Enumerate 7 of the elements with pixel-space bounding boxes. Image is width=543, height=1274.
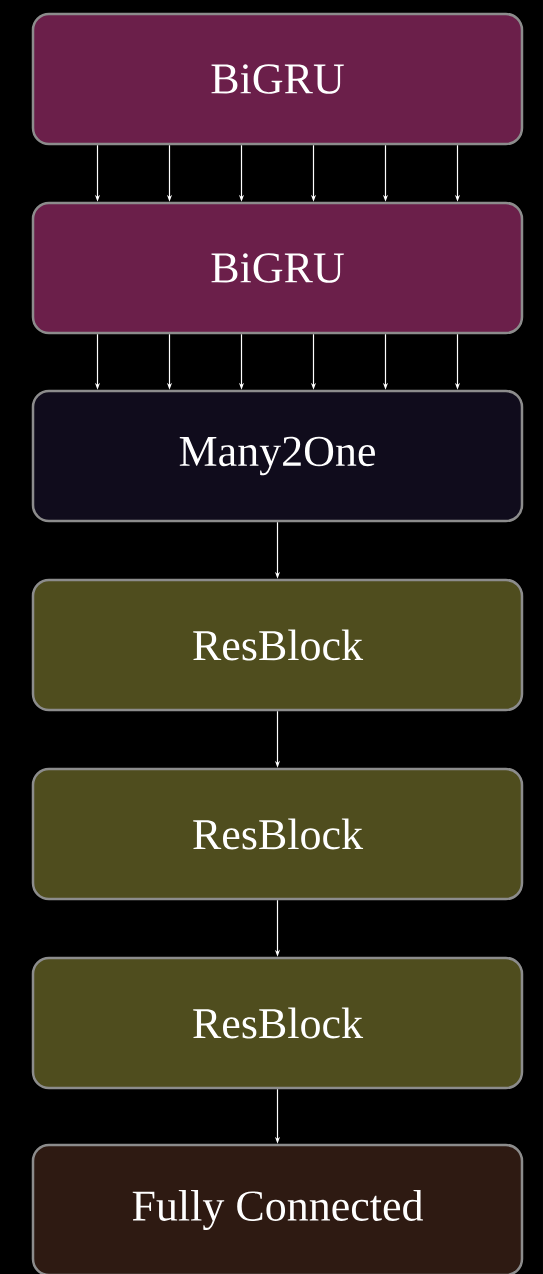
layer-box: BiGRU (31, 201, 524, 335)
layer-box: ResBlock (31, 767, 524, 901)
layer-box: ResBlock (31, 956, 524, 1090)
layer-box: ResBlock (31, 578, 524, 712)
layer-box: BiGRU (31, 12, 524, 146)
layer-box: Many2One (31, 389, 524, 523)
layer-box: Fully Connected (31, 1143, 524, 1274)
